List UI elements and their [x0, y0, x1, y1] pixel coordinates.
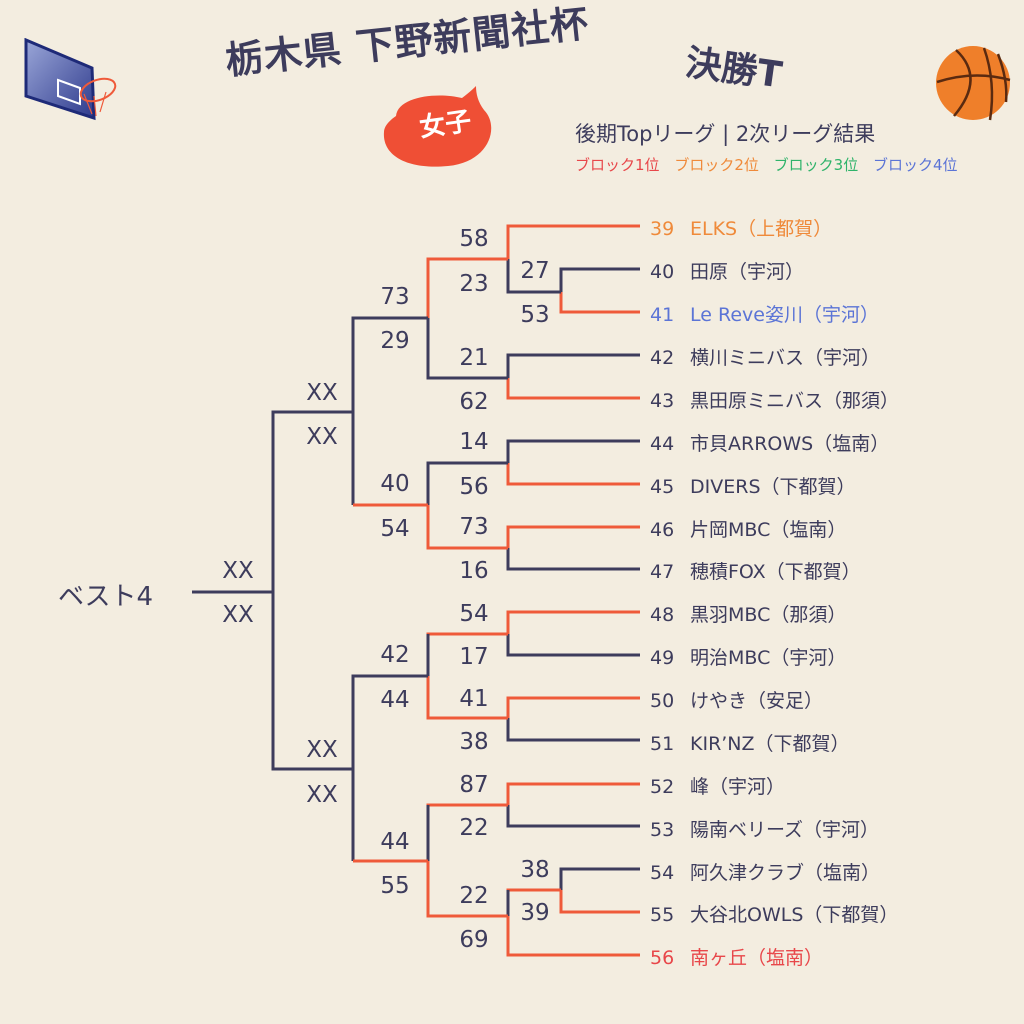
basketball-hoop-icon: [24, 38, 117, 121]
score-r3-2-top: XX: [306, 737, 338, 763]
score-r1-3-top: 14: [459, 429, 489, 455]
score-r1-3-bottom: 56: [459, 474, 489, 500]
subtitle: 後期Topリーグ | 2次リーグ結果: [575, 122, 876, 146]
score-r2-1-bottom: 29: [380, 328, 410, 354]
score-r1-1-bottom: 23: [459, 271, 489, 297]
score-r3-2-bottom: XX: [306, 782, 338, 808]
score-r1-2-top: 21: [459, 345, 489, 371]
score-r1-5-top: 54: [459, 601, 489, 627]
score-r0-b-top: 38: [520, 857, 550, 883]
basketball-icon: [936, 46, 1011, 121]
score-r2-2-top: 40: [380, 471, 410, 497]
score-r2-3-top: 42: [380, 642, 410, 668]
score-r1-8-bottom: 69: [459, 927, 489, 953]
score-r2-1-top: 73: [380, 284, 410, 310]
score-r0-b-bottom: 39: [520, 900, 550, 926]
score-final-bottom: XX: [222, 602, 254, 628]
score-r3-1-bottom: XX: [306, 424, 338, 450]
score-r1-2-bottom: 62: [459, 389, 489, 415]
score-r1-4-bottom: 16: [459, 558, 489, 584]
score-r3-1-top: XX: [306, 380, 338, 406]
legend-item-block4: ブロック4位: [872, 156, 958, 174]
score-final-top: XX: [222, 558, 254, 584]
score-r1-7-top: 87: [459, 772, 489, 798]
legend: ブロック1位 ブロック2位 ブロック3位 ブロック4位: [575, 154, 958, 175]
legend-item-block2: ブロック2位: [674, 156, 759, 174]
score-r2-2-bottom: 54: [380, 516, 410, 542]
legend-item-block1: ブロック1位: [575, 156, 660, 174]
score-r1-6-bottom: 38: [459, 729, 489, 755]
score-r1-8-top: 22: [459, 883, 489, 909]
best4-label: ベスト4: [58, 582, 154, 612]
score-r2-3-bottom: 44: [380, 687, 410, 713]
score-r1-6-top: 41: [459, 686, 489, 712]
score-r1-5-bottom: 17: [459, 644, 489, 670]
score-r0-a-bottom: 53: [520, 302, 550, 328]
score-r1-7-bottom: 22: [459, 815, 489, 841]
score-r1-4-top: 73: [459, 514, 489, 540]
score-r0-a-top: 27: [520, 258, 550, 284]
score-r2-4-top: 44: [380, 829, 410, 855]
score-r2-4-bottom: 55: [380, 873, 410, 899]
legend-item-block3: ブロック3位: [773, 156, 859, 174]
score-r1-1-top: 58: [459, 226, 489, 252]
speech-bubble-icon: [383, 86, 492, 167]
